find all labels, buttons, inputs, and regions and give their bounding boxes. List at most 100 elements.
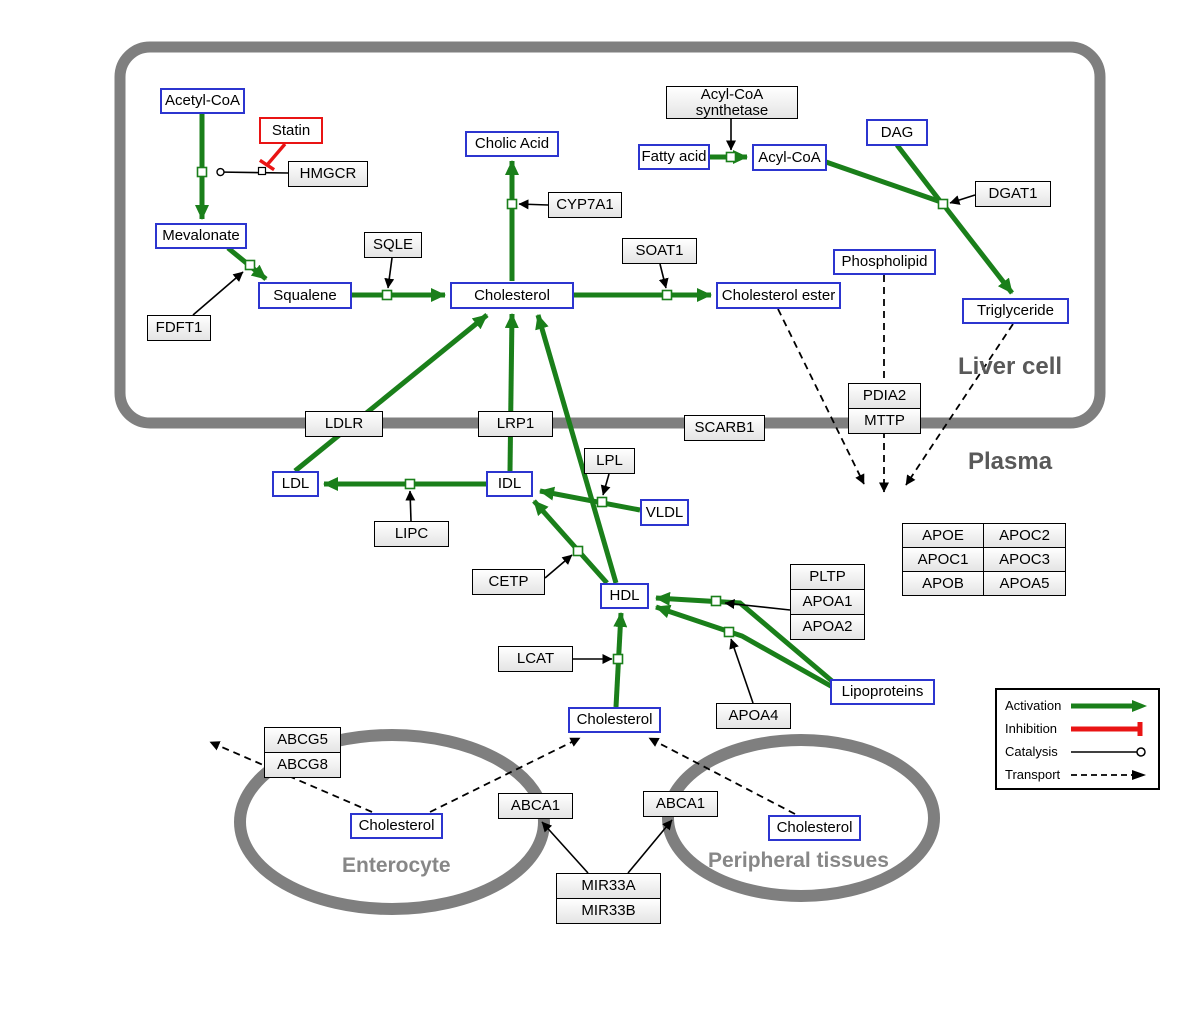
legend-catalysis-label: Catalysis [1005, 744, 1058, 759]
edge-lipoproteins-hdl-upper [655, 591, 834, 683]
edge-sqle-catalysis [384, 257, 395, 289]
activation-edges [195, 114, 1014, 708]
reaction-pltp [710, 595, 722, 607]
node-cholesterol-ester[interactable]: Cholesterol ester [716, 282, 841, 309]
reaction-fdft1 [244, 259, 256, 271]
statin-anchor [257, 166, 267, 176]
node-pdia2[interactable]: PDIA2 [848, 383, 921, 409]
node-cholesterol-enterocyte[interactable]: Cholesterol [350, 813, 443, 839]
legend-transport-label: Transport [1005, 767, 1061, 782]
node-apoa2[interactable]: APOA2 [790, 614, 865, 640]
node-ldl[interactable]: LDL [272, 471, 319, 497]
node-hmgcr[interactable]: HMGCR [288, 161, 368, 187]
node-dgat1[interactable]: DGAT1 [975, 181, 1051, 207]
catalysis-circle-icon [1071, 746, 1146, 757]
node-abca1-peripheral[interactable]: ABCA1 [643, 791, 718, 817]
node-triglyceride[interactable]: Triglyceride [962, 298, 1069, 324]
edge-hdl-cholesterol [535, 314, 619, 584]
node-fatty-acid[interactable]: Fatty acid [638, 144, 710, 170]
node-lpl[interactable]: LPL [584, 448, 635, 474]
node-apoa4[interactable]: APOA4 [716, 703, 791, 729]
node-mevalonate[interactable]: Mevalonate [155, 223, 247, 249]
node-apoa5[interactable]: APOA5 [983, 571, 1066, 596]
node-apoe[interactable]: APOE [902, 523, 984, 548]
edge-triglyceride-secretion [905, 323, 1014, 486]
node-cholesterol-peripheral[interactable]: Cholesterol [768, 815, 861, 841]
node-soat1[interactable]: SOAT1 [622, 238, 697, 264]
reaction-nodes [196, 151, 949, 665]
reaction-cetp [572, 545, 584, 557]
node-mir33a[interactable]: MIR33A [556, 873, 661, 899]
node-ldlr[interactable]: LDLR [305, 411, 383, 437]
edge-hdl-idl-cetp [532, 499, 609, 585]
node-cholesterol-liver[interactable]: Cholesterol [450, 282, 574, 309]
node-squalene[interactable]: Squalene [258, 282, 352, 309]
edge-acylcoa-dgat1junction [825, 159, 942, 205]
reaction-hmgcr [196, 166, 208, 178]
node-acyl-coa-synthetase[interactable]: Acyl-CoA synthetase [666, 86, 798, 119]
node-mir33b[interactable]: MIR33B [556, 898, 661, 924]
node-sqle[interactable]: SQLE [364, 232, 422, 258]
node-cyp7a1[interactable]: CYP7A1 [548, 192, 622, 218]
edge-cetp-catalysis [544, 554, 573, 579]
node-scarb1[interactable]: SCARB1 [684, 415, 765, 441]
reaction-sqle [381, 289, 393, 301]
edge-dgat1-catalysis [949, 194, 976, 205]
membranes [114, 41, 1106, 915]
legend-row-inhibition: Inhibition [997, 717, 1158, 740]
node-cetp[interactable]: CETP [472, 569, 545, 595]
reaction-dgat1 [937, 198, 949, 210]
edge-hmgcr-catalysis [216, 167, 289, 177]
legend: Activation Inhibition Catalysis Transpor… [995, 688, 1160, 790]
node-vldl[interactable]: VLDL [640, 499, 689, 526]
edge-mir33-abca1-right [627, 819, 673, 874]
node-apoa1[interactable]: APOA1 [790, 589, 865, 615]
legend-inhibition-label: Inhibition [1005, 721, 1058, 736]
reaction-lpl [596, 496, 608, 508]
node-abca1-enterocyte[interactable]: ABCA1 [498, 793, 573, 819]
edge-idl-cholesterol [504, 313, 519, 472]
node-lcat[interactable]: LCAT [498, 646, 573, 672]
inhibition-edge [258, 142, 287, 172]
node-phospholipid[interactable]: Phospholipid [833, 249, 936, 275]
edge-vldl-idl [539, 486, 641, 513]
node-fdft1[interactable]: FDFT1 [147, 315, 211, 341]
transport-edges [209, 275, 1014, 815]
edge-ldl-cholesterol [293, 313, 489, 473]
edge-cholesterolester-secretion [777, 308, 865, 485]
node-hdl[interactable]: HDL [600, 583, 649, 609]
liver-cell-label: Liver cell [958, 353, 1063, 380]
node-pltp[interactable]: PLTP [790, 564, 865, 590]
reaction-apoa4 [723, 626, 735, 638]
legend-row-transport: Transport [997, 763, 1158, 786]
edge-pltpstack-anchor [724, 599, 791, 611]
legend-activation-label: Activation [1005, 698, 1062, 713]
edge-cyp7a1-catalysis [518, 199, 549, 210]
plasma-label: Plasma [968, 448, 1053, 475]
node-abcg5[interactable]: ABCG5 [264, 727, 341, 753]
node-apob[interactable]: APOB [902, 571, 984, 596]
liver-cell-membrane [114, 41, 1106, 429]
node-lipc[interactable]: LIPC [374, 521, 449, 547]
node-cholesterol-plasma[interactable]: Cholesterol [568, 707, 661, 733]
node-abcg8[interactable]: ABCG8 [264, 752, 341, 778]
node-acyl-coa[interactable]: Acyl-CoA [752, 144, 827, 171]
node-lrp1[interactable]: LRP1 [478, 411, 553, 437]
node-apoc2[interactable]: APOC2 [983, 523, 1066, 548]
node-lipoproteins[interactable]: Lipoproteins [830, 679, 935, 705]
node-cholic-acid[interactable]: Cholic Acid [465, 131, 559, 157]
node-apoc3[interactable]: APOC3 [983, 547, 1066, 572]
node-apoc1[interactable]: APOC1 [902, 547, 984, 572]
node-mttp[interactable]: MTTP [848, 408, 921, 434]
node-acetyl-coa[interactable]: Acetyl-CoA [160, 88, 245, 114]
node-idl[interactable]: IDL [486, 471, 533, 497]
node-dag[interactable]: DAG [866, 119, 928, 146]
edge-soat1-catalysis [658, 263, 669, 289]
edge-fdft1-catalysis [192, 271, 244, 316]
enterocyte-label: Enterocyte [342, 854, 451, 877]
node-statin[interactable]: Statin [259, 117, 323, 144]
reaction-acylcoasynthetase [725, 151, 737, 163]
legend-row-catalysis: Catalysis [997, 740, 1158, 763]
